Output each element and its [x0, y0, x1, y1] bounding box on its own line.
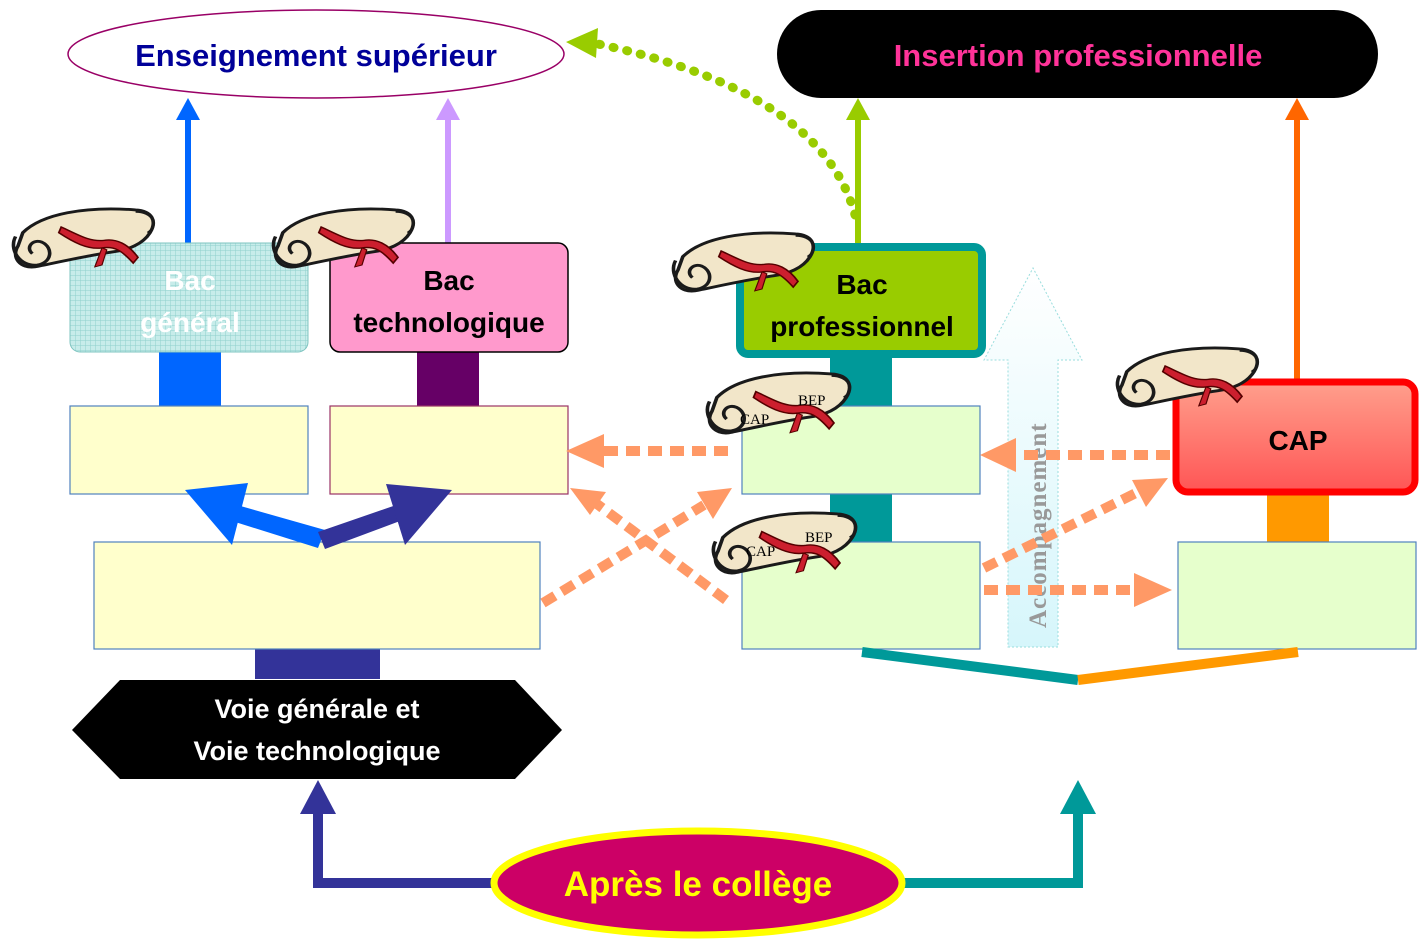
bac-professionnel-label-line1: Bac [836, 269, 887, 300]
voie-label-line2: Voie technologique [193, 736, 440, 766]
merge-line-cap [1077, 647, 1299, 685]
arrow-apres-to-voie [300, 780, 495, 888]
connector-general [159, 352, 221, 406]
enseignement-superieur-bubble: Enseignement supérieur [67, 9, 565, 99]
connector-cap [1267, 494, 1329, 542]
dotted-arc-bacpro-superieur [566, 28, 860, 220]
dashed-pro1-to-techno [594, 499, 729, 605]
diploma-icon-bac-pro [671, 231, 816, 293]
dashed-seconde-to-pro2 [540, 500, 707, 608]
merge-line-pro [861, 647, 1079, 685]
connector-voie [255, 649, 380, 679]
diploma-bep-text-upper: BEP [798, 393, 826, 409]
year-box-seconde [93, 541, 541, 650]
year-box-techno-1 [329, 405, 569, 495]
diploma-cap-text-upper: CAP [740, 412, 769, 428]
year-box-general-1 [69, 405, 309, 495]
cap-box-label: CAP [1268, 425, 1327, 456]
bac-professionnel-label-line2: professionnel [770, 311, 954, 342]
voie-label-line1: Voie générale et [214, 694, 419, 724]
arrow-seconde-general [185, 483, 325, 548]
voie-hexagon: Voie générale et Voie technologique [72, 680, 562, 779]
arrow-pro-up [846, 98, 870, 243]
bac-technologique-box: Bac technologique [329, 242, 569, 353]
diploma-icon-bac-techno [271, 207, 416, 269]
dashed-arrows [540, 446, 1170, 608]
dashed-pro1-to-cap [981, 487, 1141, 573]
diploma-icon-cap-bep-lower: CAP BEP [711, 511, 858, 575]
arrow-apres-to-pro [900, 780, 1096, 888]
diploma-icon-bac-general [11, 207, 156, 269]
diploma-icon-cap [1115, 346, 1260, 408]
arrow-cap-up [1285, 98, 1309, 380]
bac-technologique-label-line1: Bac [423, 265, 474, 296]
cap-box: CAP [1172, 378, 1419, 496]
bac-general-label-line1: Bac [164, 265, 215, 296]
diploma-bep-text-lower: BEP [805, 530, 833, 546]
bac-technologique-label-line2: technologique [353, 307, 544, 338]
insertion-professionnelle-bubble: Insertion professionnelle [777, 10, 1378, 98]
enseignement-superieur-label: Enseignement supérieur [135, 38, 497, 73]
arrow-general-up [176, 98, 200, 243]
insertion-professionnelle-label: Insertion professionnelle [894, 38, 1263, 73]
apres-college-label: Après le collège [564, 865, 832, 904]
arrow-seconde-techno [318, 484, 452, 549]
bac-general-box: Bac général [69, 242, 309, 353]
bac-professionnel-box: Bac professionnel [736, 243, 986, 358]
apres-college-bubble: Après le collège [490, 827, 906, 939]
bac-general-label-line2: général [140, 307, 240, 338]
diploma-icon-cap-bep-upper: CAP BEP [705, 371, 852, 435]
connector-techno [417, 352, 479, 406]
year-box-cap-1 [1177, 541, 1417, 650]
arrow-techno-up [436, 98, 460, 243]
diploma-cap-text-lower: CAP [746, 544, 775, 560]
dashed-arrowheads [566, 434, 1172, 607]
